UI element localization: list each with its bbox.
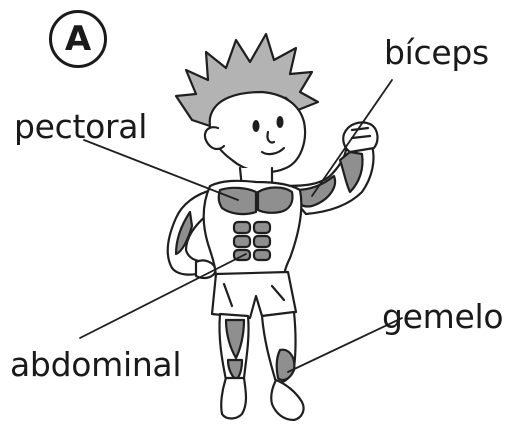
head <box>210 92 305 172</box>
foot-right <box>271 380 303 420</box>
pectoral-muscle-right <box>258 188 293 213</box>
label-gemelo: gemelo <box>382 300 503 333</box>
shorts <box>212 272 296 318</box>
section-badge: A <box>49 10 107 68</box>
eye-right <box>277 116 284 128</box>
pectoral-muscle <box>219 188 256 214</box>
gemelo-muscle <box>277 350 295 380</box>
label-abdominal: abdominal <box>10 348 181 381</box>
eye-left <box>253 120 260 132</box>
label-biceps: bíceps <box>384 36 489 69</box>
label-pectoral: pectoral <box>14 110 147 143</box>
foot-left <box>221 378 246 419</box>
